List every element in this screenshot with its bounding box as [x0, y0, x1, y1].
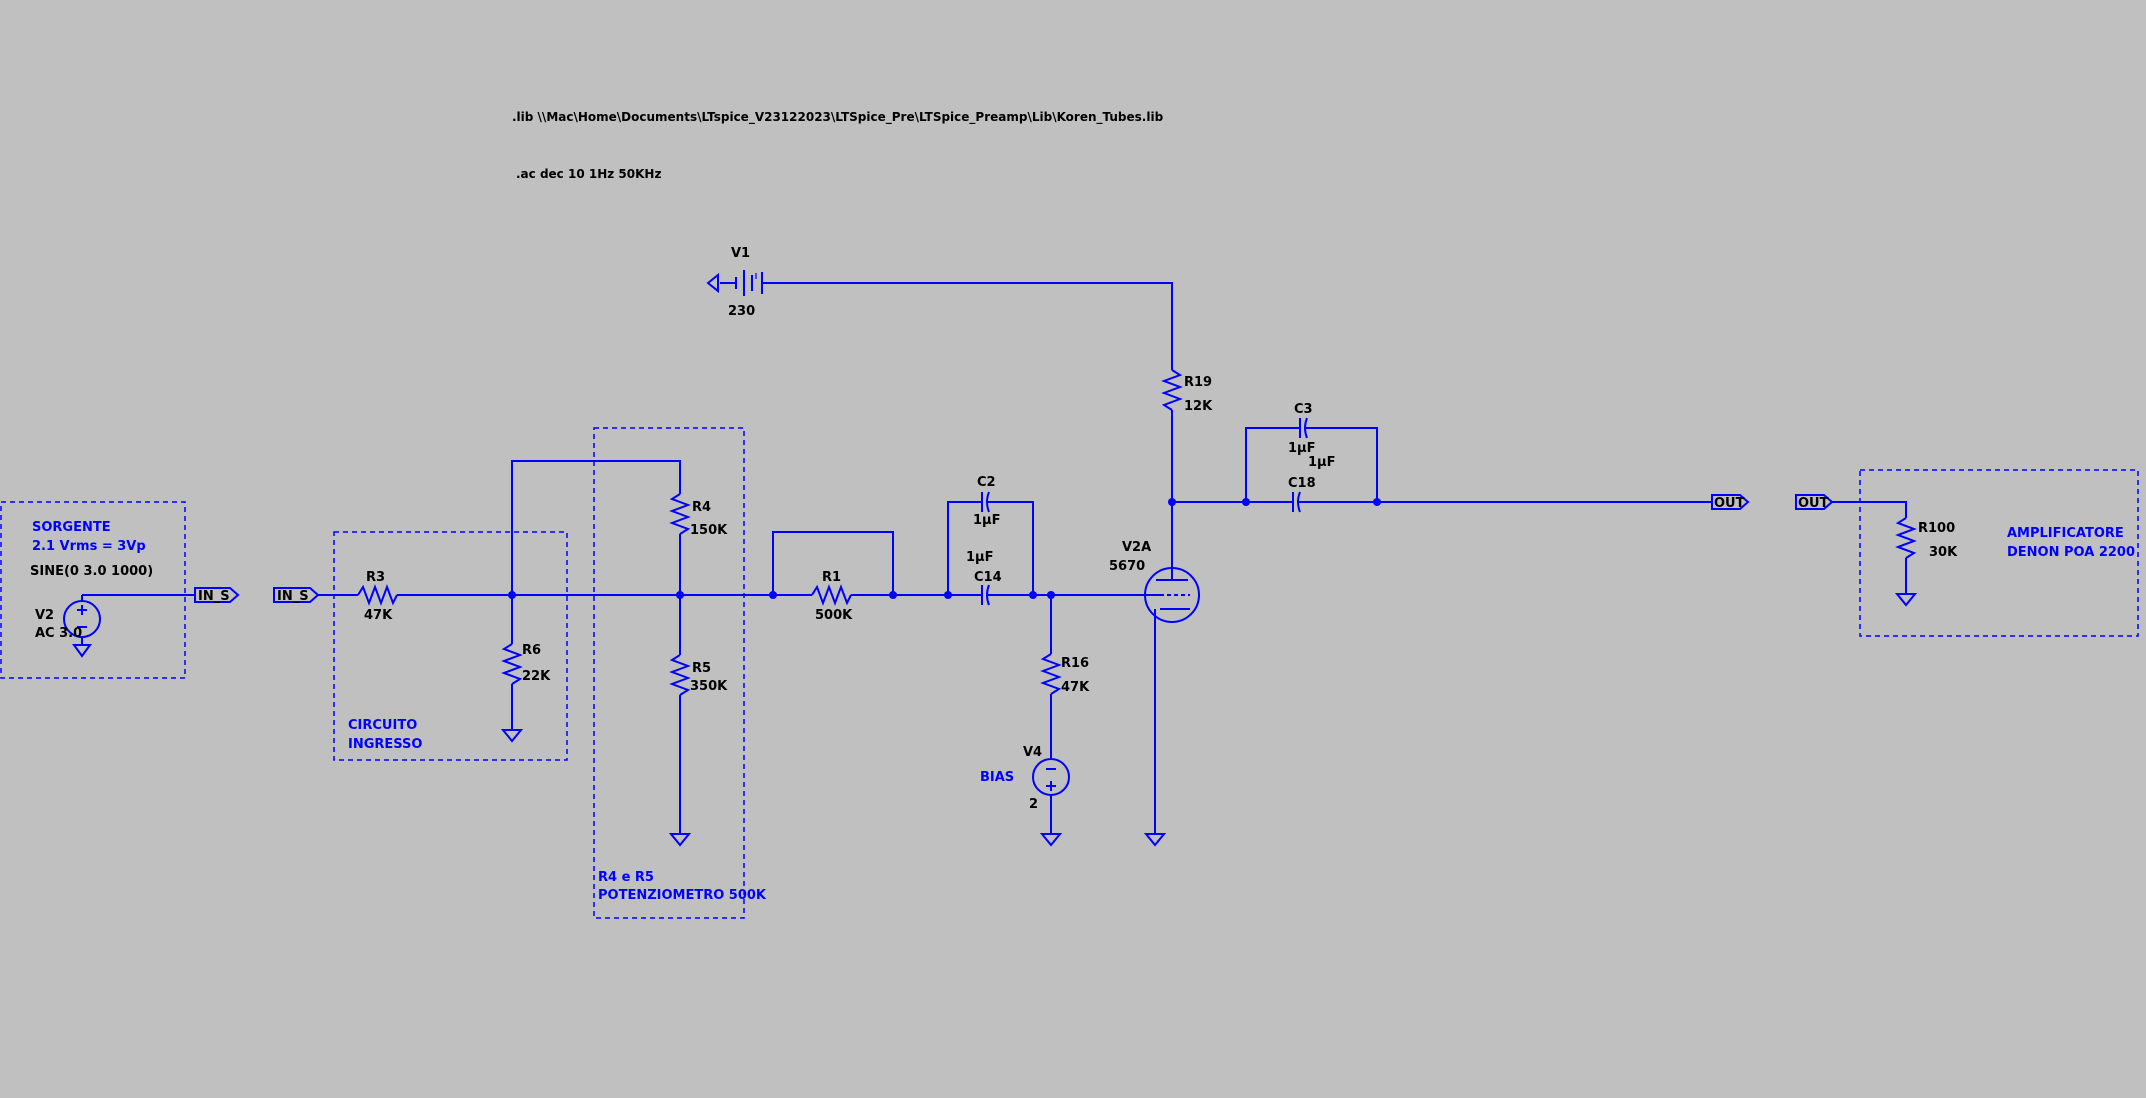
v2-ground-icon — [72, 644, 92, 658]
v2-source[interactable] — [63, 595, 101, 645]
c18-value: 1µF — [1308, 455, 1336, 470]
r1-name: R1 — [822, 570, 841, 585]
r4-name: R4 — [692, 500, 711, 515]
v2-source-text: SINE(0 3.0 1000) — [30, 564, 153, 579]
in-s-label-1: IN_S — [198, 589, 230, 604]
out-netlabel-2[interactable] — [1795, 494, 1834, 510]
ingresso-label: INGRESSO — [348, 737, 422, 752]
out-label-2: OUT — [1798, 496, 1829, 511]
c3-value: 1µF — [1288, 441, 1316, 456]
out-netlabel-1[interactable] — [1711, 494, 1750, 510]
v4-name: V4 — [1023, 745, 1042, 760]
c14-name: C14 — [974, 570, 1002, 585]
c3-capacitor[interactable] — [1245, 417, 1378, 502]
r19-value: 12K — [1184, 399, 1213, 414]
pot-label-1: R4 e R5 — [598, 870, 654, 885]
v2-value: AC 3.0 — [35, 626, 82, 641]
circuito-label: CIRCUITO — [348, 718, 417, 733]
v1-value: 230 — [728, 304, 755, 319]
v4-value: 2 — [1029, 797, 1038, 812]
r4-resistor[interactable] — [669, 493, 691, 535]
sorgente-label: SORGENTE — [32, 520, 111, 535]
r6-name: R6 — [522, 643, 541, 658]
r16-resistor[interactable] — [1040, 653, 1062, 695]
r6-value: 22K — [522, 669, 551, 684]
c2-name: C2 — [977, 475, 996, 490]
v4-source[interactable] — [1032, 758, 1070, 796]
v2a-name: V2A — [1122, 540, 1151, 555]
circuito-ingresso-box — [333, 531, 568, 761]
r6-resistor[interactable] — [501, 643, 523, 685]
sorgente-vrms-label: 2.1 Vrms = 3Vp — [32, 539, 146, 554]
r100-name: R100 — [1918, 521, 1955, 536]
in-s-netlabel-1[interactable] — [194, 587, 240, 603]
r5-resistor[interactable] — [669, 654, 691, 696]
c2-capacitor[interactable] — [947, 491, 1034, 595]
r3-resistor[interactable] — [357, 584, 398, 606]
v2a-value: 5670 — [1109, 559, 1145, 574]
r3-value: 47K — [364, 608, 393, 623]
c14-capacitor[interactable] — [948, 584, 1051, 606]
ac-directive[interactable]: .ac dec 10 1Hz 50KHz — [516, 167, 661, 181]
denon-label: DENON POA 2200 — [2007, 545, 2135, 560]
r1-value: 500K — [815, 608, 853, 623]
v1-battery-icon[interactable] — [720, 270, 765, 296]
v1-ground-icon — [706, 272, 719, 294]
in-s-label-2: IN_S — [277, 589, 309, 604]
wire-to-r4 — [511, 460, 681, 595]
wire-out-r100 — [1832, 501, 1907, 518]
r5-ground-icon — [668, 833, 692, 847]
c18-name: C18 — [1288, 476, 1316, 491]
amplificatore-box — [1859, 469, 2139, 637]
cathode-ground-icon — [1143, 833, 1167, 847]
r3-name: R3 — [366, 570, 385, 585]
r5-value: 350K — [690, 679, 728, 694]
r16-value: 47K — [1061, 680, 1090, 695]
r1-resistor[interactable] — [811, 584, 852, 606]
amplificatore-label: AMPLIFICATORE — [2007, 526, 2124, 541]
lib-directive[interactable]: .lib \\Mac\Home\Documents\LTspice_V23122… — [512, 110, 1164, 125]
wire-bplus — [765, 282, 1173, 370]
r19-name: R19 — [1184, 375, 1212, 390]
sorgente-box — [0, 501, 186, 679]
pot-label-2: POTENZIOMETRO 500K — [598, 888, 767, 903]
c2-value: 1µF — [973, 513, 1001, 528]
r6-ground-icon — [500, 729, 524, 743]
r4-value: 150K — [690, 523, 728, 538]
r16-name: R16 — [1061, 656, 1089, 671]
v2-name: V2 — [35, 608, 54, 623]
v2a-triode-icon[interactable] — [1144, 567, 1200, 623]
r19-resistor[interactable] — [1161, 369, 1183, 411]
c14-value: 1µF — [966, 550, 994, 565]
wire-r1-bypass — [772, 531, 894, 595]
c3-name: C3 — [1294, 402, 1313, 417]
r100-value: 30K — [1929, 545, 1958, 560]
out-label-1: OUT — [1714, 496, 1745, 511]
r100-resistor[interactable] — [1895, 517, 1917, 559]
r5-name: R5 — [692, 661, 711, 676]
v1-name: V1 — [731, 246, 750, 261]
potenziometro-box — [593, 427, 745, 919]
bias-label: BIAS — [980, 770, 1014, 785]
r100-ground-icon — [1894, 593, 1918, 607]
v4-ground-icon — [1039, 833, 1063, 847]
in-s-netlabel-2[interactable] — [273, 587, 320, 603]
c18-capacitor[interactable] — [1292, 491, 1377, 513]
